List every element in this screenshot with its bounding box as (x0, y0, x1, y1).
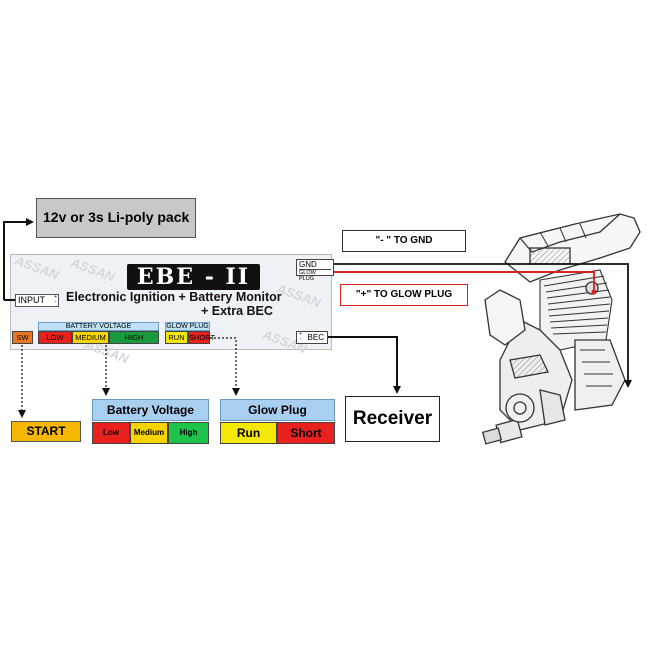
battery-high-legend: High (168, 422, 209, 444)
battery-medium-led: MEDIUM (72, 331, 109, 344)
bec-plus: + (299, 331, 302, 337)
battery-low-led: LOW (38, 331, 72, 344)
board-subtitle-line1: Electronic Ignition + Battery Monitor (66, 290, 282, 304)
glow-short-led: SHORT (188, 331, 216, 344)
glow-run-led: RUN (165, 331, 188, 344)
glow-plug-header: GLOW PLUG (165, 322, 210, 331)
bec-polarity: + - (299, 332, 302, 342)
battery-high-led: HIGH (109, 331, 159, 344)
glow-short-legend: Short (277, 422, 335, 444)
gnd-note: "- " TO GND (342, 230, 466, 252)
battery-voltage-legend-title: Battery Voltage (92, 399, 209, 421)
glow-note: "+" TO GLOW PLUG (340, 284, 468, 306)
power-pack-box: 12v or 3s Li-poly pack (36, 198, 196, 238)
battery-voltage-header: BATTERY VOLTAGE (38, 322, 159, 331)
ebe-logo: EBE - II (127, 264, 260, 290)
power-pack-label: 12v or 3s Li-poly pack (43, 209, 190, 225)
start-legend: START (11, 421, 81, 442)
gnd-glow-connector: GND GLOW PLUG (296, 259, 334, 282)
input-plus: + (54, 294, 57, 300)
bec-connector: + - BEC (296, 331, 328, 344)
board-subtitle-line2: + Extra BEC (201, 304, 273, 318)
sw-led: SW (12, 331, 33, 344)
gnd-label: GND (299, 260, 317, 269)
glow-plug-legend-title: Glow Plug (220, 399, 335, 421)
glow-plug-connector-label: GLOW PLUG (299, 269, 331, 282)
glow-run-legend: Run (220, 422, 277, 444)
input-connector-label: INPUT + - (15, 294, 59, 307)
bec-label: BEC (307, 333, 324, 342)
battery-medium-legend: Medium (130, 422, 168, 444)
input-label-text: INPUT (18, 295, 45, 305)
input-polarity: + - (54, 295, 57, 305)
receiver-box: Receiver (345, 396, 440, 442)
battery-low-legend: Low (92, 422, 130, 444)
bec-minus: - (299, 336, 302, 342)
engine-illustration (481, 213, 641, 445)
input-minus: - (54, 299, 57, 305)
